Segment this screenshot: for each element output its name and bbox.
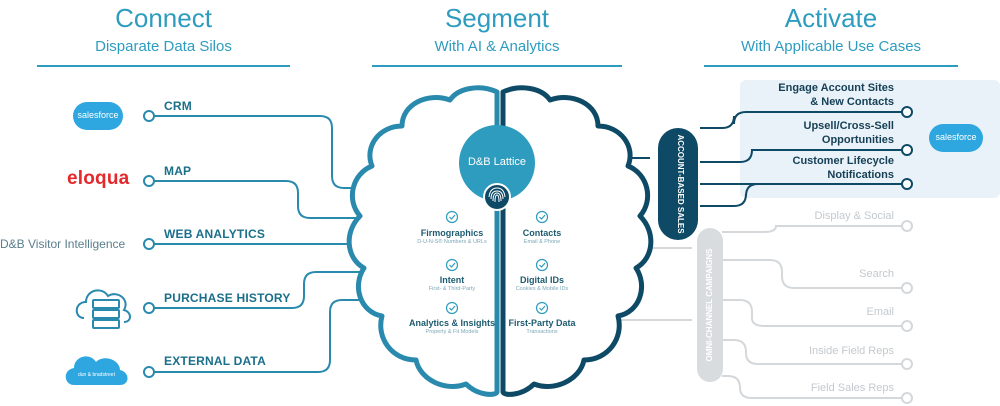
lattice-circle: [459, 125, 535, 201]
purchase-history-connector: [154, 271, 392, 309]
salesforce-logo-activate-text: salesforce: [935, 132, 977, 142]
external-data-connector: [154, 299, 400, 373]
map-connector: [154, 180, 392, 219]
dnb-visitor-intelligence-logo: D&B Visitor Intelligence: [0, 237, 126, 251]
activate-title: Activate: [784, 3, 878, 33]
activate-rule: [704, 65, 958, 67]
salesforce-logo-activate: salesforce: [929, 124, 983, 152]
omni-nodes: [901, 220, 913, 404]
source-nodes: [143, 110, 155, 378]
attr-intent: Intent First- & Third-Party: [428, 275, 476, 292]
connect-title: Connect: [115, 3, 212, 33]
omni-email: Email: [866, 306, 894, 318]
segment-rule: [372, 65, 622, 67]
fingerprint-icon: [488, 187, 506, 203]
segment-title: Segment: [444, 3, 550, 33]
omni-connectors: [618, 225, 902, 399]
activate-subtitle: With Applicable Use Cases: [740, 38, 922, 55]
activation-connectors: [615, 111, 902, 207]
salesforce-logo-text: salesforce: [77, 110, 119, 120]
account-based-sales-pill: [658, 128, 698, 240]
activate-header: Activate With Applicable Use Cases: [704, 3, 958, 69]
external-data-cloud: [65, 356, 128, 385]
attr-analytics-insights: Analytics & Insights Property & Fit Mode…: [408, 318, 496, 335]
segment-header: Segment With AI & Analytics: [372, 3, 622, 69]
source-label-purchase-history: PURCHASE HISTORY: [164, 291, 291, 305]
attr-digital-ids: Digital IDs Cookies & Mobile IDs: [515, 275, 569, 292]
source-label-map: MAP: [164, 164, 192, 178]
source-label-crm: CRM: [164, 99, 192, 113]
source-label-external-data: EXTERNAL DATA: [164, 354, 266, 368]
crm-connector: [154, 115, 400, 189]
connect-rule: [37, 65, 290, 67]
dnb-logo-text: dun & bradstreet: [78, 372, 115, 378]
attr-firmographics: Firmographics D-U-N-S® Numbers & URLs: [417, 228, 487, 245]
omni-channel-label: OMNI-CHANNEL CAMPAIGNS: [705, 248, 714, 362]
connect-subtitle: Disparate Data Silos: [95, 38, 232, 55]
attr-first-party-data: First-Party Data Transactions: [508, 318, 576, 335]
omni-field-sales-reps: Field Sales Reps: [810, 382, 894, 394]
activation-nodes: [901, 106, 913, 190]
fingerprint-badge: [483, 183, 511, 211]
activation-engage: Engage Account Sites& New Contacts: [778, 82, 894, 108]
account-based-sales-label: ACCOUNT-BASED SALES: [676, 134, 685, 234]
omni-channel-pill: [697, 228, 723, 382]
salesforce-logo-crm: salesforce: [73, 102, 123, 130]
server-cloud-icon: [75, 289, 131, 329]
omni-search: Search: [859, 268, 894, 280]
connect-header: Connect Disparate Data Silos: [37, 3, 290, 69]
attr-contacts: Contacts Email & Phone: [522, 228, 562, 245]
omni-display-social: Display & Social: [814, 210, 894, 222]
omni-inside-field-reps: Inside Field Reps: [809, 345, 894, 357]
brain-right-hemisphere: [500, 85, 654, 397]
eloqua-logo: eloqua: [67, 168, 130, 189]
segment-subtitle: With AI & Analytics: [434, 38, 560, 55]
source-connectors: [154, 115, 400, 373]
source-label-web-analytics: WEB ANALYTICS: [164, 227, 266, 241]
check-icons: [445, 210, 549, 315]
lattice-title: D&B Lattice: [467, 156, 527, 168]
